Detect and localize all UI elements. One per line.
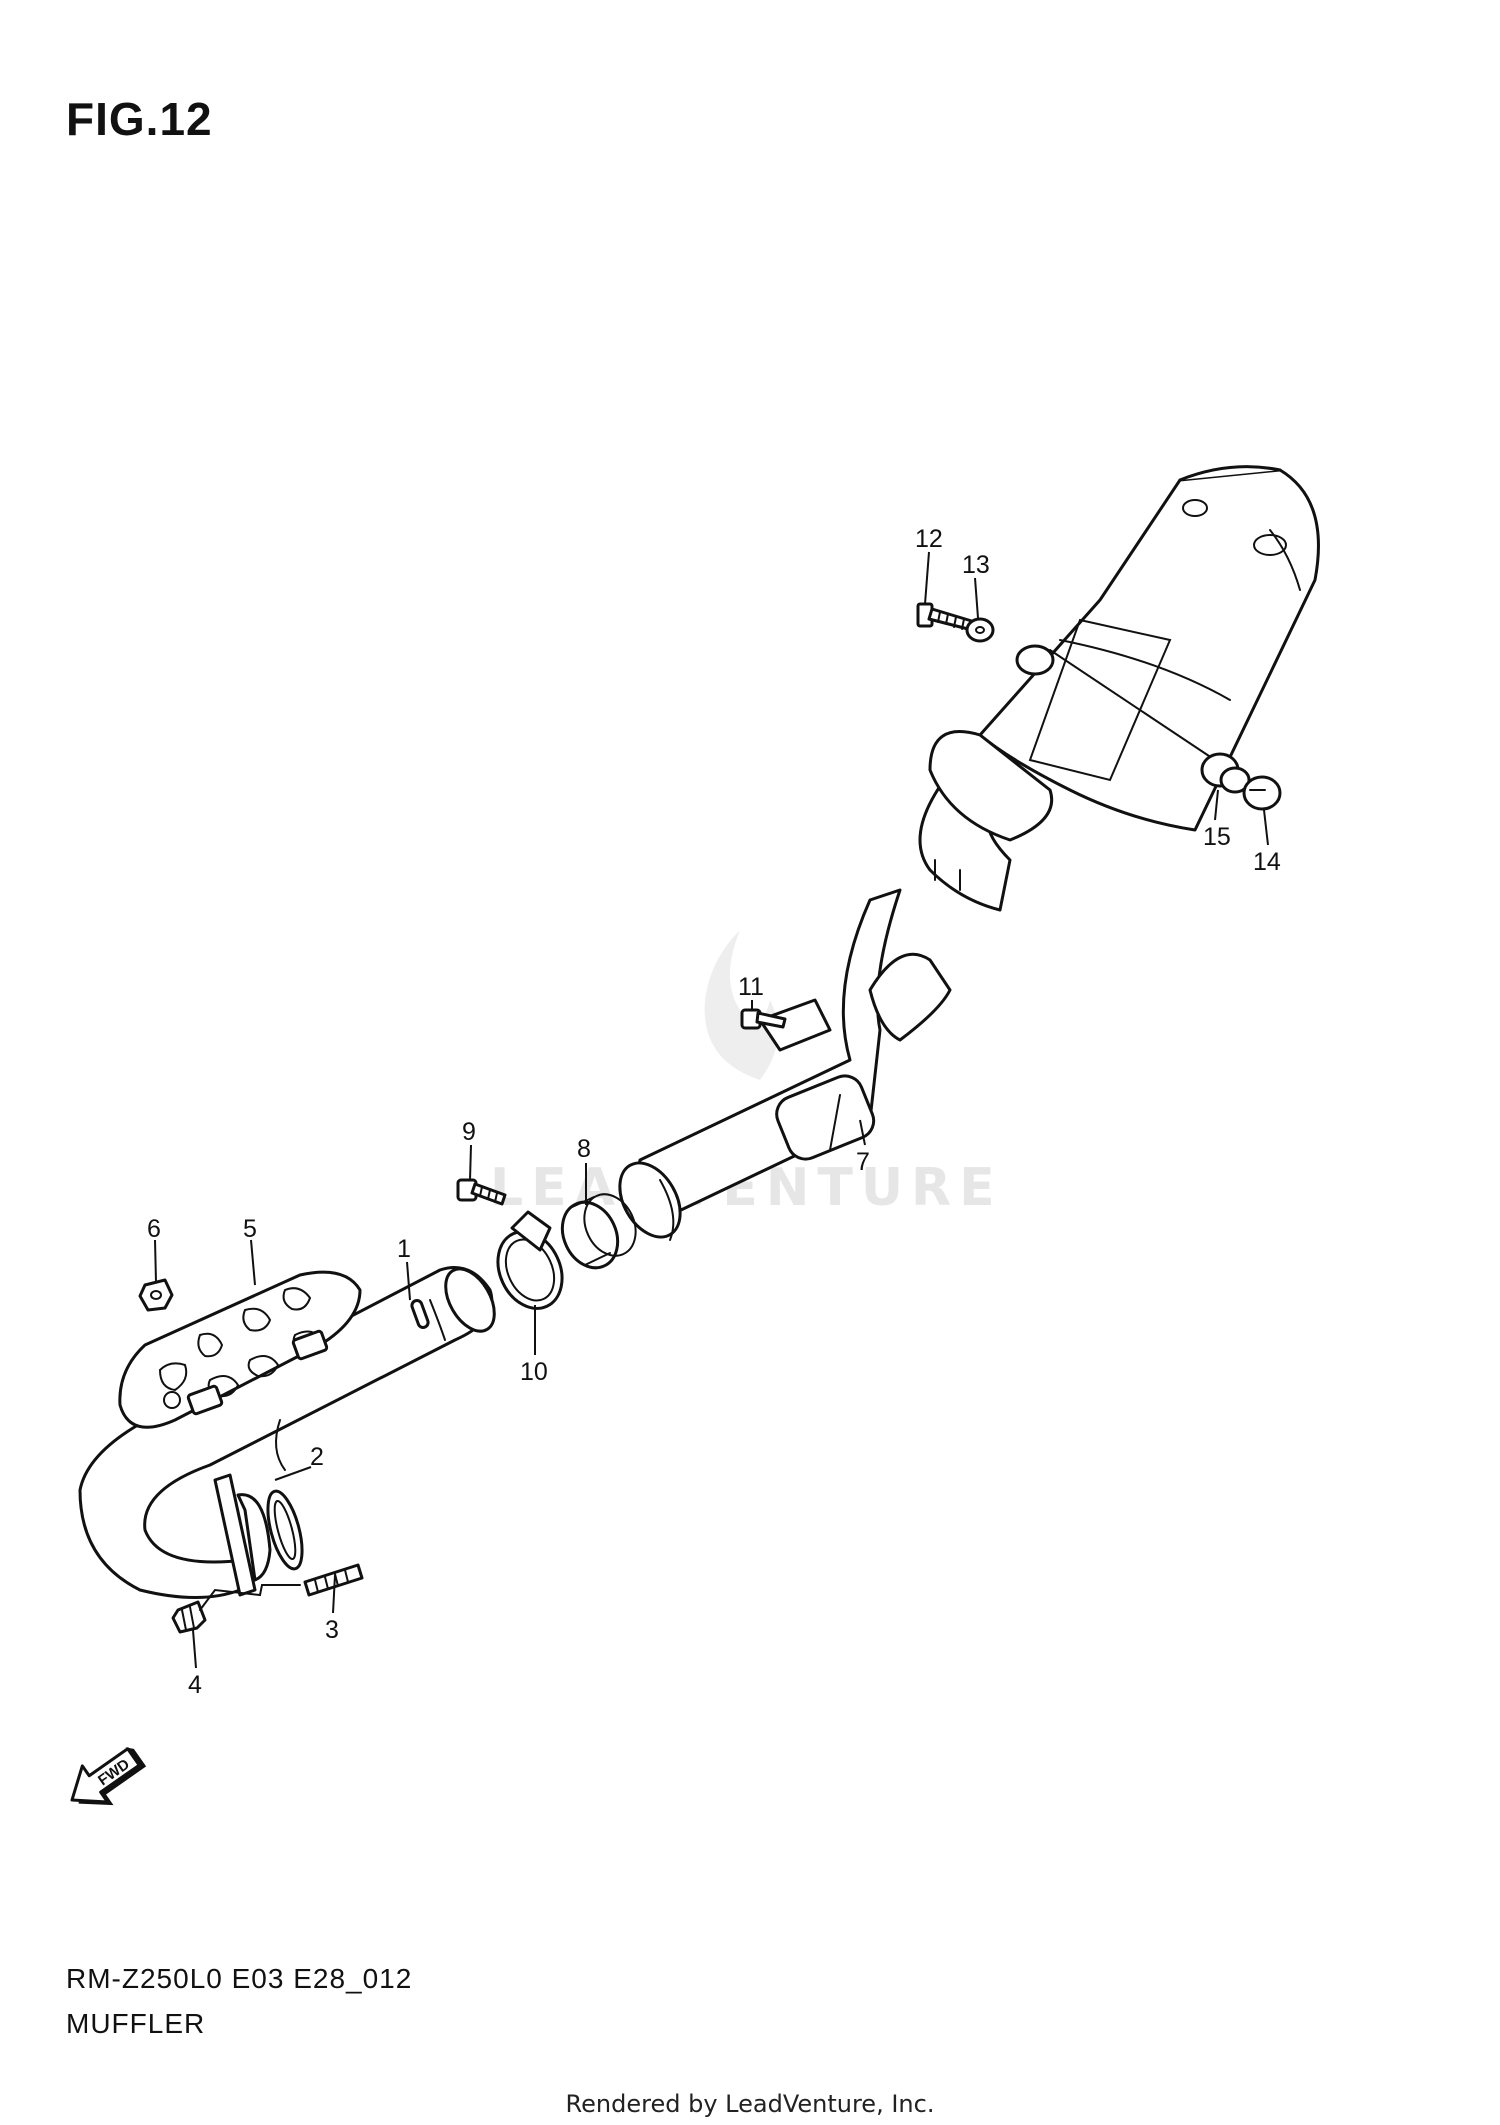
callout-2: 2 [310,1443,324,1471]
part-4-nut [171,1600,207,1634]
callout-12: 12 [915,525,943,553]
figure-name: MUFFLER [66,2008,206,2039]
callout-9: 9 [462,1118,476,1146]
part-3-stud [303,1563,364,1597]
callout-6: 6 [147,1215,161,1243]
part-11-bolt [740,1008,787,1030]
part-14-collar [1242,775,1282,811]
callout-5: 5 [243,1215,257,1243]
flame-logo-icon [704,930,778,1080]
callout-4: 4 [188,1671,202,1699]
figure-code: RM-Z250L0 E03 E28_012 [66,1963,413,1994]
part-8-gasket [560,1193,637,1270]
part-6-nut [138,1278,174,1312]
bracket-alignment-line [1049,649,1216,761]
footer-credit: Rendered by LeadVenture, Inc. [565,2090,935,2118]
leader-lines [154,551,1269,1669]
part-13-washer [965,617,995,643]
callout-13: 13 [962,551,990,579]
part-10-clamp [496,1210,564,1310]
figure-title: FIG.12 [66,93,213,145]
stud-alignment-line [199,1584,301,1611]
exhaust-flange [213,1473,272,1597]
fwd-arrow-icon: FWD [70,1747,147,1806]
part-5-heat-shield [118,1270,362,1429]
part-9-bolt [456,1178,507,1206]
callout-11: 11 [738,973,764,1001]
callout-10: 10 [520,1358,548,1386]
callout-1: 1 [397,1235,411,1263]
callout-15: 15 [1203,823,1231,851]
callout-14: 14 [1253,848,1281,876]
part-2-gasket [266,1489,304,1571]
callout-3: 3 [325,1616,339,1644]
part-7-muffler [618,465,1320,1241]
callout-7: 7 [856,1148,870,1176]
callout-8: 8 [577,1135,591,1163]
callout-labels: 1 2 3 4 5 6 7 8 9 10 11 12 13 14 15 [147,525,1281,1699]
